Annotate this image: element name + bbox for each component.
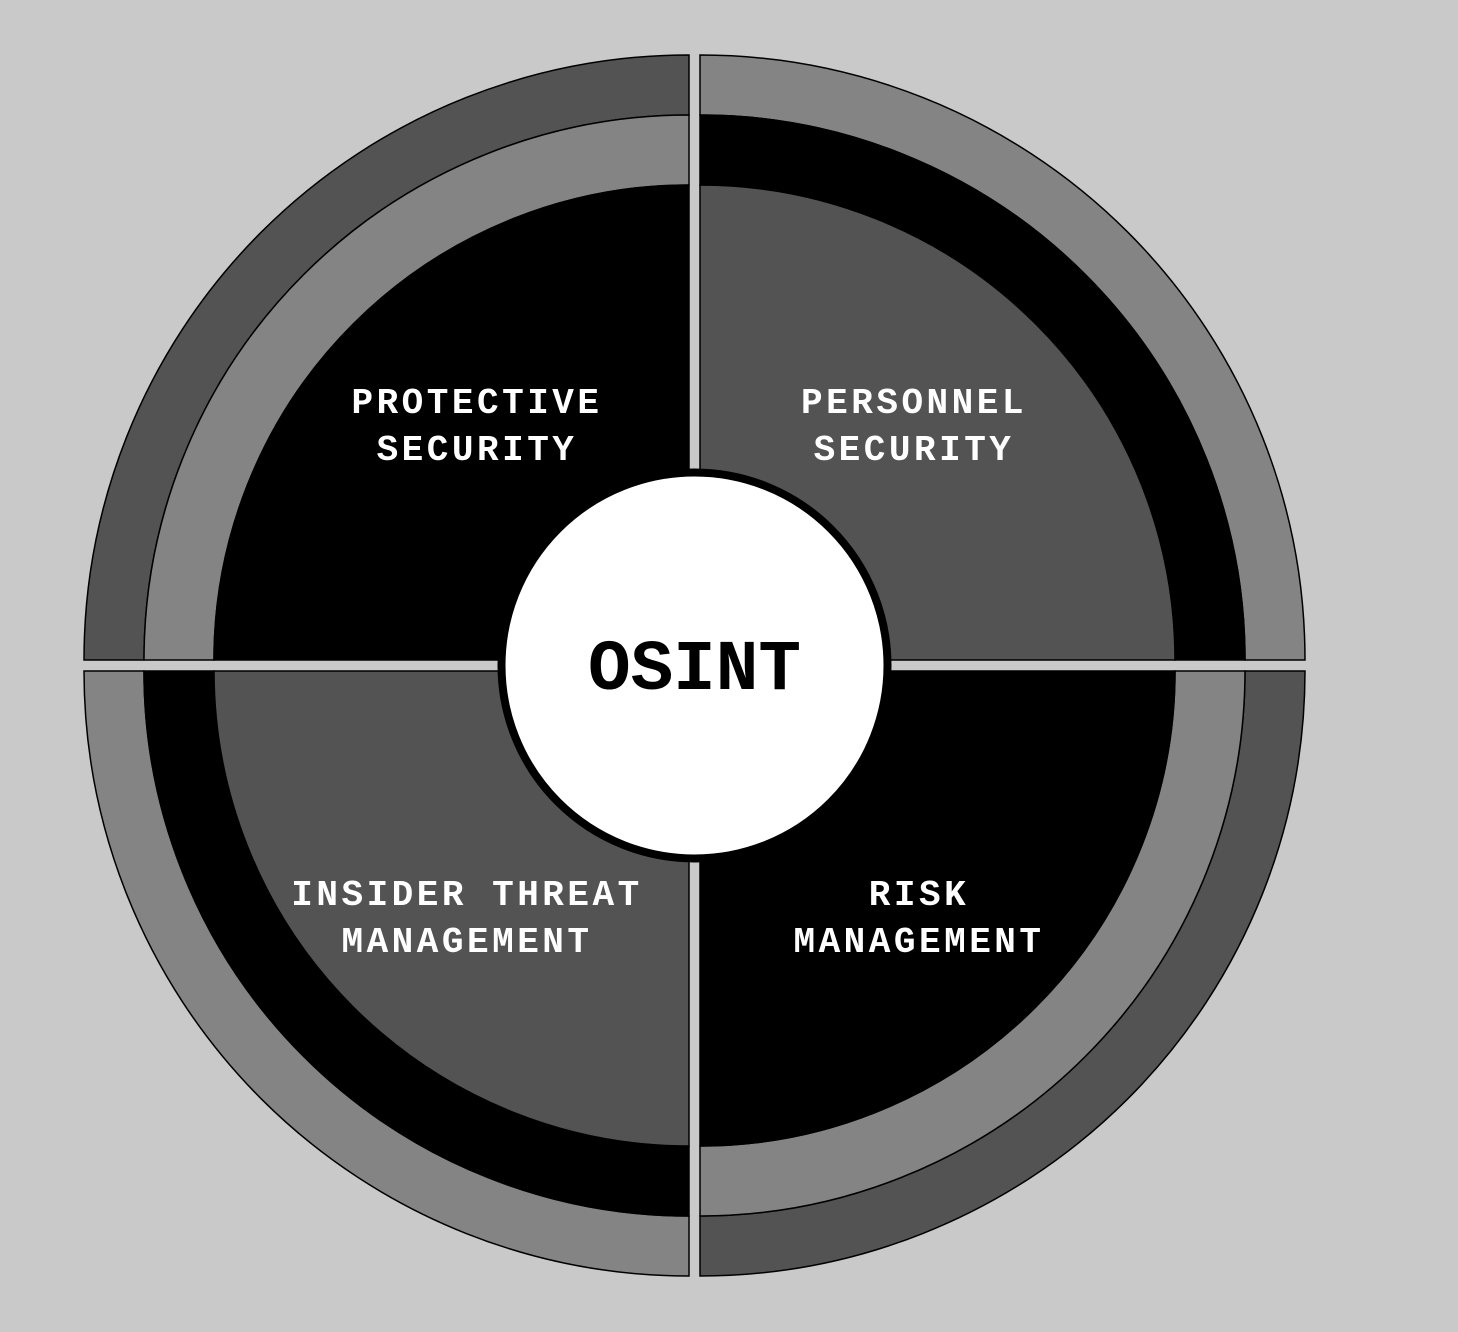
center-hub-circle xyxy=(497,468,892,863)
risk-management-label-line-1: RISK xyxy=(869,875,969,916)
personnel-security-label-line-2: SECURITY xyxy=(814,430,1015,471)
protective-security-label-line-2: SECURITY xyxy=(377,430,578,471)
insider-threat-management-label-line-1: INSIDER THREAT xyxy=(291,875,642,916)
quadrant-risk-management: RISK MANAGEMENT xyxy=(699,670,1306,1277)
center-hub-label: OSINT xyxy=(588,631,801,711)
insider-threat-management-label-line-2: MANAGEMENT xyxy=(341,922,592,963)
protective-security-label-line-1: PROTECTIVE xyxy=(351,383,602,424)
personnel-security-label-line-1: PERSONNEL xyxy=(801,383,1027,424)
risk-management-label-line-2: MANAGEMENT xyxy=(793,922,1044,963)
